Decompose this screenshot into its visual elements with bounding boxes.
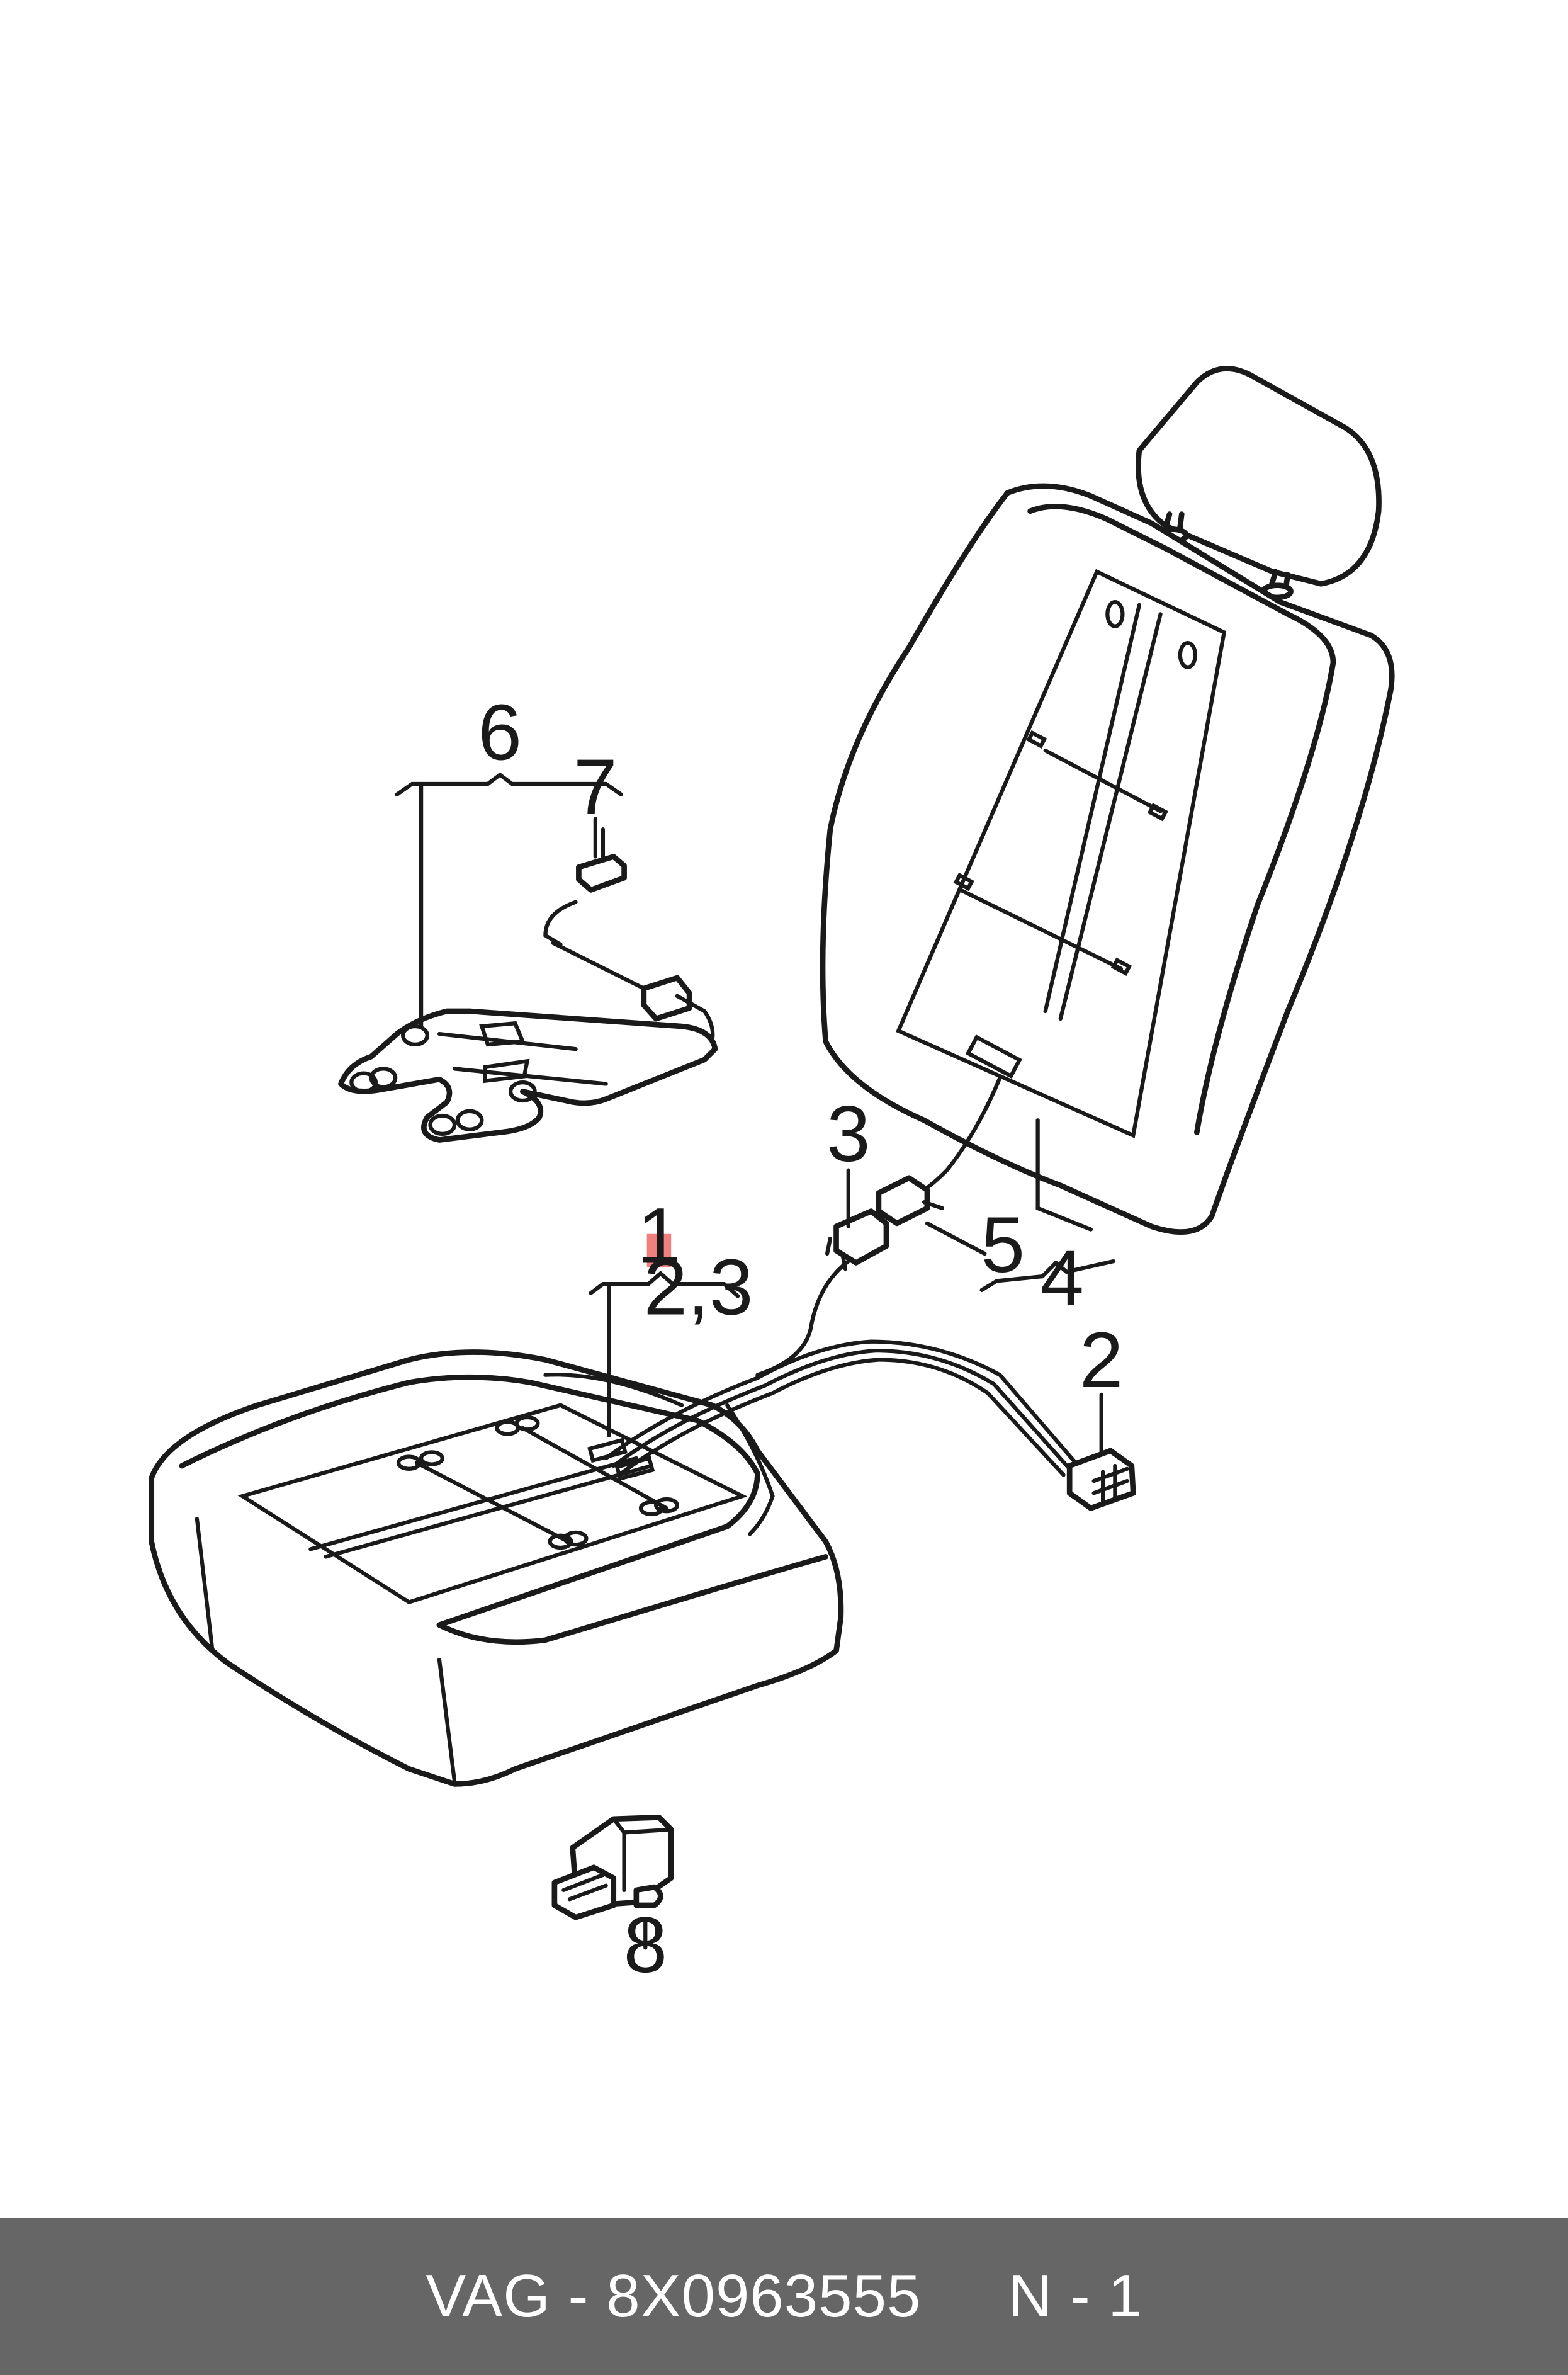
backrest <box>820 483 1395 1235</box>
callout-labels: 6 7 1 2,3 3 2 5 4 8 <box>478 688 1123 1988</box>
callout-lines <box>395 772 1116 1950</box>
callout-1-highlight <box>646 1233 672 1267</box>
callout-2-3: 2,3 <box>644 1243 753 1331</box>
callout-7: 7 <box>573 743 618 831</box>
footer-position: N - 1 <box>1008 2262 1142 2330</box>
backrest-cable <box>876 1075 1002 1227</box>
footer-separator: - <box>568 2262 589 2330</box>
footer-brand: VAG <box>426 2262 551 2330</box>
footer-bar: VAG - 8X0963555 N - 1 <box>0 2218 1568 2375</box>
callout-2: 2 <box>1080 1316 1124 1404</box>
callout-8: 8 <box>623 1901 667 1989</box>
parts-diagram: 6 7 1 2,3 3 2 5 4 8 <box>149 366 1395 1989</box>
seat-cushion <box>149 1349 844 1787</box>
callout-1: 1 <box>637 1191 681 1279</box>
control-unit-8 <box>551 1815 674 1920</box>
main-harness <box>543 1339 1136 1536</box>
sensor-mat-6 <box>338 827 718 1143</box>
footer-part-number: 8X0963555 <box>606 2262 922 2330</box>
callout-3: 3 <box>826 1090 871 1178</box>
callout-4: 4 <box>1040 1234 1084 1322</box>
callout-5: 5 <box>981 1201 1025 1289</box>
callout-6: 6 <box>478 688 522 776</box>
